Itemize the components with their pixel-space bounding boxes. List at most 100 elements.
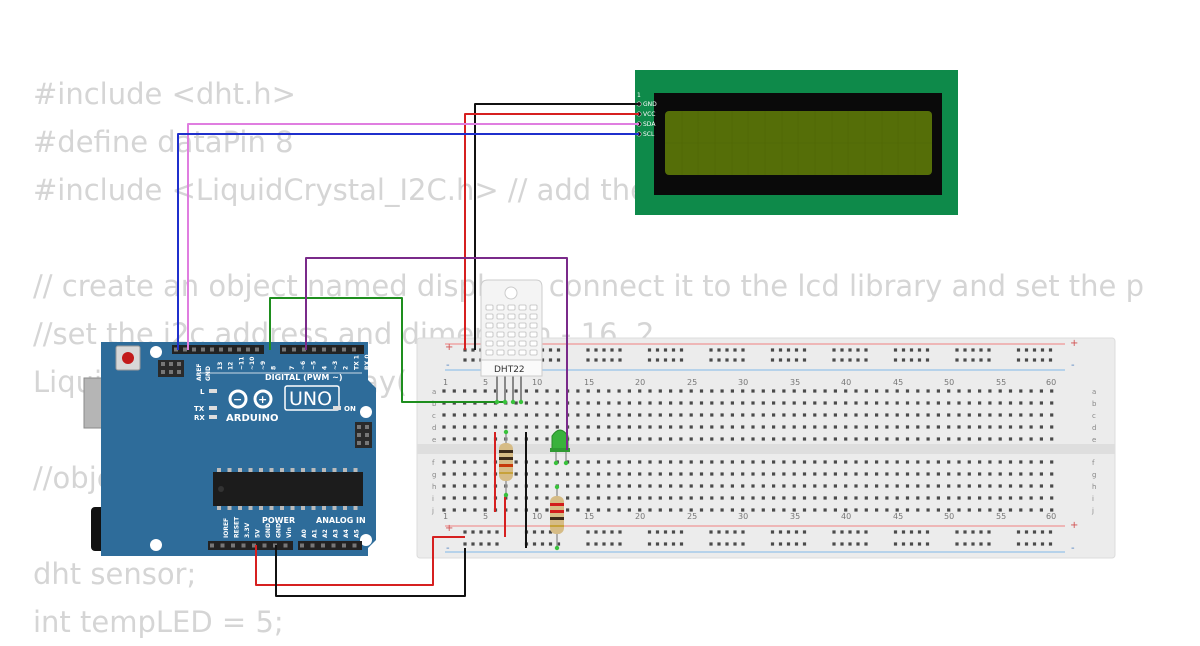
digital-pin-label: ~6 — [300, 361, 307, 370]
lcd-pin-vcc: VCC — [643, 111, 655, 118]
row-letter: c — [432, 412, 436, 420]
digital-pin-label: 7 — [289, 366, 296, 370]
power-pin-label: GND — [276, 523, 283, 538]
row-letter: g — [432, 471, 436, 479]
lcd-pin-scl: SCL — [643, 131, 655, 138]
wire-led-signal — [305, 257, 568, 450]
dht22-sensor[interactable]: DHT22 — [480, 279, 543, 402]
col-num: 45 — [893, 512, 903, 521]
atmega-chip — [213, 472, 363, 506]
row-letter: h — [1092, 483, 1096, 491]
power-label: POWER — [262, 516, 295, 525]
col-num: 40 — [841, 378, 851, 387]
col-num: 5 — [483, 512, 488, 521]
header-analog — [298, 541, 362, 550]
svg-text:−: − — [233, 393, 242, 406]
lcd-pin-sda: SDA — [643, 121, 656, 128]
col-num: 60 — [1046, 512, 1056, 521]
wire-lcd-vcc — [464, 113, 639, 350]
row-letter: i — [432, 495, 434, 503]
digital-pin-label: 2 — [343, 366, 350, 370]
row-letter: j — [431, 507, 434, 515]
wire-lcd-scl — [177, 133, 639, 350]
col-num: 40 — [841, 512, 851, 521]
col-num: 55 — [996, 512, 1006, 521]
row-letter: f — [1092, 459, 1095, 467]
col-num: 35 — [790, 512, 800, 521]
col-num: 50 — [944, 512, 954, 521]
row-letter: b — [432, 400, 437, 408]
rail-plus-top: + — [445, 342, 453, 353]
wire-5v — [255, 536, 465, 586]
power-pin-label: 3.3V — [244, 522, 251, 538]
col-num: 15 — [584, 512, 594, 521]
lcd-pin-gnd: GND — [643, 101, 657, 108]
col-num: 1 — [443, 512, 448, 521]
lcd-display[interactable]: 1 GND VCC SDA SCL — [635, 70, 958, 215]
header-digital-left — [172, 345, 264, 354]
digital-pin-label: RX 0 — [364, 354, 371, 370]
wire-gnd — [275, 545, 466, 597]
col-num: 30 — [738, 378, 748, 387]
dht22-vents — [485, 304, 538, 356]
digital-pin-label: ~9 — [260, 361, 267, 370]
rail-plus-bottom-right: + — [1070, 520, 1078, 531]
col-num: 15 — [584, 378, 594, 387]
digital-pin-label: ~3 — [332, 361, 339, 370]
column-numbers-top: 1 5 10 15 20 25 30 35 40 45 50 55 60 — [443, 378, 1056, 387]
row-letter: e — [1092, 436, 1096, 444]
lcd-character-grid — [665, 111, 932, 175]
row-letter: a — [1092, 388, 1096, 396]
dht22-housing — [480, 279, 543, 361]
lcd-pin1-marker: 1 — [637, 92, 641, 99]
mount-hole — [150, 539, 162, 551]
svg-text:+: + — [258, 393, 267, 406]
digital-pin-label: 12 — [228, 362, 235, 370]
row-letter: d — [1092, 424, 1096, 432]
rail-minus-bottom: - — [446, 543, 450, 554]
column-numbers-bottom: 1 5 10 15 20 25 30 35 40 45 50 55 60 — [443, 512, 1056, 521]
row-letter: h — [432, 483, 436, 491]
digital-pin-label: 8 — [271, 366, 278, 370]
digital-pin-label: TX 1 — [353, 355, 360, 370]
col-num: 10 — [532, 378, 542, 387]
breadboard: + + - - + + - - 1 5 10 15 20 25 30 35 40… — [416, 337, 1116, 559]
power-pin-label: RESET — [234, 516, 241, 538]
power-pin-label: GND — [265, 523, 272, 538]
power-pin-label: 5V — [255, 529, 262, 538]
rail-minus-top-right: - — [1071, 360, 1075, 371]
row-letter: g — [1092, 471, 1096, 479]
row-letter: a — [432, 388, 436, 396]
arduino-uno[interactable]: DIGITAL (PWM ~) ARDUINO UNO − + L TX RX … — [83, 342, 376, 556]
col-num: 45 — [893, 378, 903, 387]
mount-hole — [150, 346, 162, 358]
rail-minus-bottom-right: - — [1071, 543, 1075, 554]
wire-end-dots — [494, 399, 569, 551]
analog-pin-label: A5 — [354, 529, 361, 538]
rail-minus-top: - — [446, 360, 450, 371]
reset-button-cap[interactable] — [122, 352, 134, 364]
digital-pin-label: ~5 — [311, 361, 318, 370]
row-letter: i — [1092, 495, 1094, 503]
circuit-diagram: + + - - + + - - 1 5 10 15 20 25 30 35 40… — [83, 70, 1116, 597]
wire-dht-data — [269, 297, 505, 403]
row-letter: b — [1092, 400, 1097, 408]
analog-pin-label: A0 — [301, 529, 308, 538]
resistor-1[interactable] — [499, 432, 513, 495]
col-num: 20 — [635, 378, 645, 387]
col-num: 25 — [687, 378, 697, 387]
resistor-2[interactable] — [550, 487, 564, 548]
wire-lcd-gnd — [474, 103, 639, 350]
rail-plus-top-right: + — [1070, 338, 1078, 349]
row-letter: c — [1092, 412, 1096, 420]
col-num: 1 — [443, 378, 448, 387]
col-num: 20 — [635, 512, 645, 521]
power-pin-label: IOREF — [223, 518, 230, 538]
analog-pin-label: A4 — [343, 529, 350, 538]
col-num: 10 — [532, 512, 542, 521]
col-num: 35 — [790, 378, 800, 387]
mount-hole — [360, 406, 372, 418]
col-num: 55 — [996, 378, 1006, 387]
wire-lcd-sda — [187, 123, 639, 350]
